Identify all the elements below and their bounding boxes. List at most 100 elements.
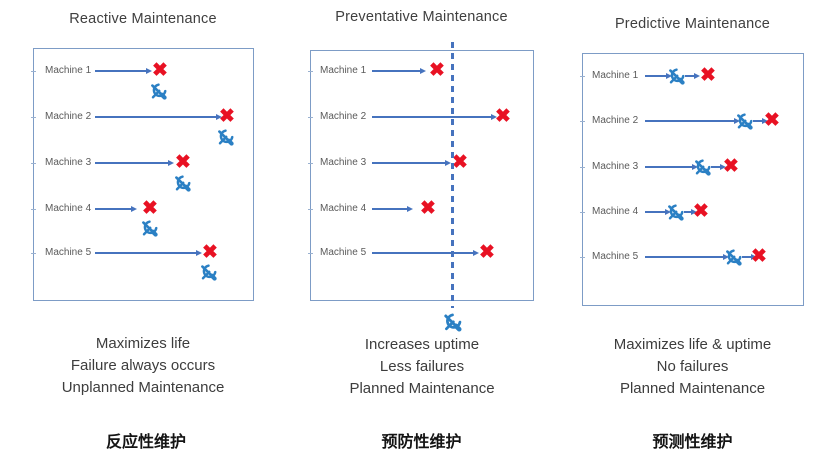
description-line: No failures xyxy=(656,358,729,375)
row-tick xyxy=(580,76,585,77)
machine-timeline-line xyxy=(684,211,691,213)
machine-label: Machine 4 xyxy=(320,203,367,214)
machine-label: Machine 1 xyxy=(45,65,92,76)
arrowhead-icon xyxy=(751,253,757,260)
arrowhead-icon xyxy=(691,208,697,215)
machine-timeline-line xyxy=(95,116,216,118)
arrowhead-icon xyxy=(407,205,413,212)
wrench-screwdriver-icon xyxy=(667,67,686,86)
panel-description-reactive: Maximizes life Failure always occurs Unp… xyxy=(13,333,273,399)
failure-x-icon: ✖ xyxy=(723,156,739,178)
row-tick xyxy=(31,71,36,72)
failure-x-icon: ✖ xyxy=(700,65,716,87)
failure-x-icon: ✖ xyxy=(479,242,495,264)
machine-timeline-line xyxy=(372,116,491,118)
panel-frame-predictive xyxy=(582,53,804,306)
machine-label: Machine 1 xyxy=(592,70,639,81)
wrench-screwdriver-icon xyxy=(666,203,685,222)
failure-x-icon: ✖ xyxy=(452,152,468,174)
machine-timeline-line xyxy=(645,211,665,213)
row-tick xyxy=(31,163,36,164)
arrowhead-icon xyxy=(146,67,152,74)
arrowhead-icon xyxy=(445,159,451,166)
row-tick xyxy=(31,253,36,254)
row-tick xyxy=(308,253,313,254)
chinese-label-reactive: 反应性维护 xyxy=(105,434,186,451)
row-tick xyxy=(31,209,36,210)
machine-timeline-line xyxy=(711,166,720,168)
machine-timeline-line xyxy=(95,162,168,164)
machine-timeline-line xyxy=(645,166,692,168)
machine-label: Machine 2 xyxy=(320,111,367,122)
machine-label: Machine 2 xyxy=(592,115,639,126)
wrench-screwdriver-icon xyxy=(724,248,743,267)
panel-title-reactive: Reactive Maintenance xyxy=(69,11,217,27)
row-tick xyxy=(308,117,313,118)
machine-label: Machine 5 xyxy=(45,247,92,258)
arrowhead-icon xyxy=(216,113,222,120)
arrowhead-icon xyxy=(473,249,479,256)
arrowhead-icon xyxy=(723,253,729,260)
chinese-label-predictive: 预测性维护 xyxy=(652,434,733,451)
description-line: Maximizes life xyxy=(95,335,191,352)
arrowhead-icon xyxy=(734,117,740,124)
description-line: Unplanned Maintenance xyxy=(61,379,225,396)
description-line: Planned Maintenance xyxy=(349,380,495,397)
chinese-label-preventative: 预防性维护 xyxy=(381,434,462,451)
machine-label: Machine 5 xyxy=(592,251,639,262)
machine-label: Machine 3 xyxy=(45,157,92,168)
row-tick xyxy=(31,117,36,118)
machine-timeline-line xyxy=(645,256,723,258)
failure-x-icon: ✖ xyxy=(420,198,436,220)
machine-timeline-line xyxy=(685,75,694,77)
machine-label: Machine 4 xyxy=(592,206,639,217)
machine-label: Machine 4 xyxy=(45,203,92,214)
machine-label: Machine 3 xyxy=(320,157,367,168)
description-line: Less failures xyxy=(379,358,465,375)
schedule-dashed-line xyxy=(450,42,454,308)
wrench-screwdriver-icon xyxy=(693,158,712,177)
panel-title-preventative: Preventative Maintenance xyxy=(335,9,508,25)
description-line: Increases uptime xyxy=(364,336,480,353)
failure-x-icon: ✖ xyxy=(152,60,168,82)
panel-description-predictive: Maximizes life & uptime No failures Plan… xyxy=(570,334,815,400)
row-tick xyxy=(580,167,585,168)
failure-x-icon: ✖ xyxy=(219,106,235,128)
wrench-screwdriver-icon xyxy=(199,263,218,282)
arrowhead-icon xyxy=(665,208,671,215)
failure-x-icon: ✖ xyxy=(175,152,191,174)
machine-timeline-line xyxy=(372,208,407,210)
wrench-screwdriver-icon xyxy=(140,219,159,238)
panel-frame-preventative xyxy=(310,50,534,301)
machine-timeline-line xyxy=(372,70,420,72)
arrowhead-icon xyxy=(666,72,672,79)
machine-label: Machine 2 xyxy=(45,111,92,122)
machine-timeline-line xyxy=(95,252,196,254)
row-tick xyxy=(580,257,585,258)
failure-x-icon: ✖ xyxy=(693,201,709,223)
arrowhead-icon xyxy=(168,159,174,166)
failure-x-icon: ✖ xyxy=(495,106,511,128)
machine-timeline-line xyxy=(95,70,146,72)
wrench-screwdriver-icon xyxy=(442,312,463,333)
row-tick xyxy=(308,71,313,72)
machine-timeline-line xyxy=(95,208,131,210)
panel-frame-reactive xyxy=(33,48,254,301)
wrench-screwdriver-icon xyxy=(735,112,754,131)
row-tick xyxy=(308,209,313,210)
arrowhead-icon xyxy=(694,72,700,79)
arrowhead-icon xyxy=(762,117,768,124)
panel-title-predictive: Predictive Maintenance xyxy=(614,16,771,32)
machine-timeline-line xyxy=(645,120,734,122)
row-tick xyxy=(580,121,585,122)
machine-label: Machine 5 xyxy=(320,247,367,258)
arrowhead-icon xyxy=(420,67,426,74)
row-tick xyxy=(308,163,313,164)
arrowhead-icon xyxy=(720,163,726,170)
machine-timeline-line xyxy=(372,162,445,164)
description-line: Planned Maintenance xyxy=(619,380,766,397)
machine-timeline-line xyxy=(742,256,751,258)
arrowhead-icon xyxy=(692,163,698,170)
failure-x-icon: ✖ xyxy=(142,198,158,220)
